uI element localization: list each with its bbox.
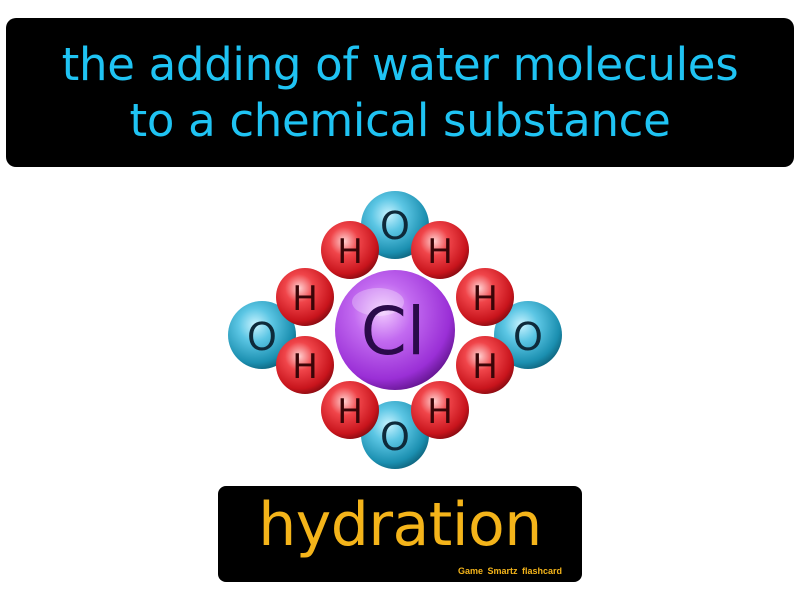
hydrogen-atom (411, 381, 469, 439)
definition-line-1: the adding of water molecules (61, 37, 739, 91)
hydrogen-atom (321, 381, 379, 439)
hydrogen-label: H (427, 232, 453, 272)
hydrogen-label: H (292, 347, 318, 387)
hydrogen-label: H (337, 392, 363, 432)
chloride-ion: Cl (335, 270, 455, 390)
oxygen-label: O (380, 415, 410, 459)
hydrogen-atom (411, 221, 469, 279)
hydrogen-label: H (472, 279, 498, 319)
hydrogen-label: H (472, 347, 498, 387)
water-molecule-right: O H H (456, 268, 562, 394)
hydrogen-atom (321, 221, 379, 279)
chlorine-label: Cl (361, 293, 425, 370)
hydrogen-label: H (427, 392, 453, 432)
hydrogen-label: H (337, 232, 363, 272)
credit-label: Game Smartz flashcard (457, 566, 562, 576)
oxygen-label: O (380, 204, 410, 248)
hydrogen-atom (456, 336, 514, 394)
oxygen-atom (361, 401, 429, 469)
definition-box: the adding of water molecules to a chemi… (6, 18, 794, 167)
chlorine-highlight (352, 288, 404, 316)
oxygen-label: O (513, 315, 543, 359)
hydrogen-atom (456, 268, 514, 326)
term-word: hydration (258, 490, 542, 560)
oxygen-atom (361, 191, 429, 259)
term-box: hydration Game Smartz flashcard (218, 486, 582, 582)
water-molecule-left: O H H (228, 268, 334, 394)
hydrogen-label: H (292, 279, 318, 319)
water-molecule-bottom: O H H (321, 381, 469, 469)
oxygen-atom (494, 301, 562, 369)
water-molecule-top: O H H (321, 191, 469, 279)
oxygen-label: O (247, 315, 277, 359)
definition-line-2: to a chemical substance (129, 93, 671, 147)
chlorine-atom (335, 270, 455, 390)
oxygen-atom (228, 301, 296, 369)
hydrogen-atom (276, 268, 334, 326)
hydrogen-atom (276, 336, 334, 394)
